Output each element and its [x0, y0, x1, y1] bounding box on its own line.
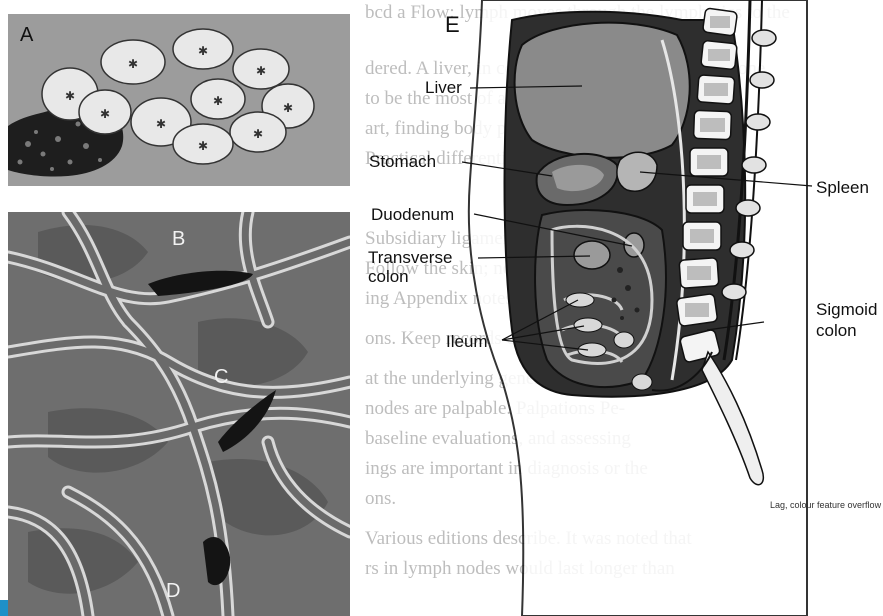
- lymph-node-cells-illustration: ✱ ✱ ✱ ✱ ✱ ✱ ✱ ✱ ✱ ✱: [8, 14, 350, 186]
- label-duodenum: Duodenum: [371, 205, 454, 224]
- svg-text:✱: ✱: [128, 57, 138, 71]
- corner-tab: [0, 600, 8, 616]
- label-sigmoid-colon-line1: Sigmoid: [816, 300, 877, 319]
- panel-e-label: E: [445, 12, 460, 38]
- panel-a-label: A: [20, 24, 33, 47]
- svg-text:✱: ✱: [198, 44, 208, 58]
- panel-c-label: C: [214, 366, 228, 389]
- panel-d-label: D: [166, 580, 180, 603]
- label-ileum: Ileum: [446, 332, 488, 351]
- label-stomach: Stomach: [369, 152, 436, 171]
- label-transverse-colon-line2: colon: [368, 267, 409, 286]
- panel-bcd: B C D: [8, 212, 350, 616]
- label-spleen: Spleen: [816, 178, 869, 197]
- svg-text:✱: ✱: [256, 64, 266, 78]
- svg-text:✱: ✱: [213, 94, 223, 108]
- svg-text:✱: ✱: [156, 117, 166, 131]
- lymphatic-vessels-illustration: [8, 212, 350, 616]
- figure-caption: Lag, colour feature overflow: [770, 500, 881, 510]
- label-sigmoid-colon-line2: colon: [816, 321, 857, 340]
- label-transverse-colon-line1: Transverse: [368, 248, 452, 267]
- label-liver: Liver: [425, 78, 462, 97]
- svg-text:✱: ✱: [253, 127, 263, 141]
- panel-a: ✱ ✱ ✱ ✱ ✱ ✱ ✱ ✱ ✱ ✱ A: [8, 14, 350, 186]
- panel-b-label: B: [172, 228, 185, 251]
- svg-text:✱: ✱: [198, 139, 208, 153]
- svg-text:✱: ✱: [283, 101, 293, 115]
- svg-text:✱: ✱: [100, 107, 110, 121]
- svg-text:✱: ✱: [65, 89, 75, 103]
